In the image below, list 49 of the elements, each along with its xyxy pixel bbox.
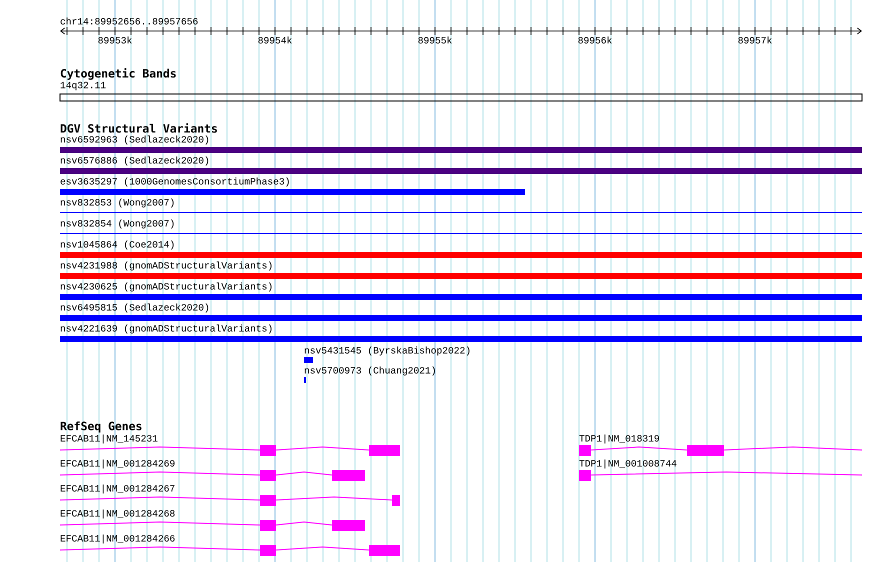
variant-bar: nsv832853 (Wong2007) [60,198,862,213]
node-label: EFCAB11|NM_145231 [60,434,158,444]
track-title: RefSeq Genes [60,422,142,433]
node-label: EFCAB11|NM_001284266 [60,534,175,544]
variant-bar: nsv5431545 (ByrskaBishop2022) [304,346,470,363]
track-title: DGV Structural Variants [60,123,217,133]
node-label: nsv5431545 (ByrskaBishop2022) [304,346,470,356]
node-label: esv3635297 (1000GenomesConsortiumPhase3) [60,178,289,186]
node-label: nsv4231988 (gnomADStructuralVariants) [60,262,272,270]
node-label: nsv4221639 (gnomADStructuralVariants) [60,324,272,334]
node-label: nsv6495815 (Sedlazeck2020) [60,304,208,312]
node-label: TDP1|NM_001008744 [579,460,676,468]
node-label: nsv5700973 (Chuang2021) [304,366,435,376]
node-label: nsv1045864 (Coe2014) [60,240,174,250]
tick-label: 89954k [258,36,292,44]
gene-model: EFCAB11|NM_145231 [60,434,400,456]
node-label: EFCAB11|NM_001284267 [60,484,174,494]
node-label: 14q32.11 [60,82,106,90]
variant-bar: nsv1045864 (Coe2014) [60,240,862,258]
tick-label: 89957k [738,36,772,44]
gene-model: TDP1|NM_018319 [579,434,862,456]
node-label: nsv832854 (Wong2007) [60,220,174,228]
gene-model: EFCAB11|NM_001284266 [60,534,400,556]
variant-bar: esv3635297 (1000GenomesConsortiumPhase3) [60,178,525,195]
node-label: nsv6592963 (Sedlazeck2020) [60,136,208,144]
variant-bar: nsv832854 (Wong2007) [60,220,862,234]
variant-bar: nsv4230625 (gnomADStructuralVariants) [60,282,862,300]
variant-bar: nsv6576886 (Sedlazeck2020) [60,156,862,174]
node-label: nsv4230625 (gnomADStructuralVariants) [60,282,272,292]
tick-label: 89955k [418,36,452,44]
variant-bar: nsv5700973 (Chuang2021) [304,366,435,383]
track-title: Cytogenetic Bands [60,68,176,80]
cytoband: 14q32.11 [60,82,862,102]
tick-label: 89953k [98,36,132,44]
variant-bar: nsv4221639 (gnomADStructuralVariants) [60,324,862,342]
tick-label: 89956k [578,36,612,44]
variant-bar: nsv6495815 (Sedlazeck2020) [60,304,862,321]
variant-bar: nsv4231988 (gnomADStructuralVariants) [60,262,862,279]
node-label: EFCAB11|NM_001284269 [60,460,175,468]
node-label: nsv6576886 (Sedlazeck2020) [60,156,208,166]
variant-bar: nsv6592963 (Sedlazeck2020) [60,136,862,153]
node-label: nsv832853 (Wong2007) [60,198,174,208]
gene-model: EFCAB11|NM_001284268 [60,510,365,531]
gene-model: EFCAB11|NM_001284269 [60,460,365,481]
node-label: TDP1|NM_018319 [579,434,659,444]
node-label: EFCAB11|NM_001284268 [60,510,175,518]
gene-model: TDP1|NM_001008744 [579,460,862,481]
gene-model: EFCAB11|NM_001284267 [60,484,400,506]
position-label: chr14:89952656..89957656 [60,17,198,25]
